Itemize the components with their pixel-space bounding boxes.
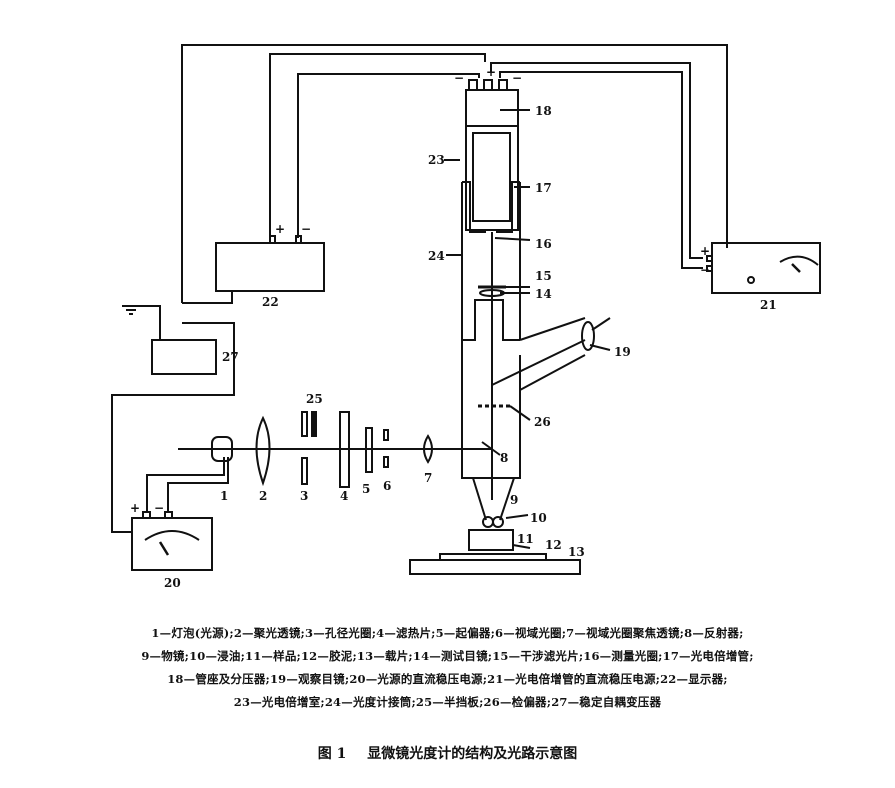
wire-22-27 <box>182 290 233 304</box>
label-27: 27 <box>222 350 239 364</box>
wire-21-plus <box>269 53 486 238</box>
label-15: 15 <box>535 269 552 283</box>
label-7: 7 <box>424 471 432 485</box>
label-10: 10 <box>530 511 547 525</box>
label-26: 26 <box>534 415 551 429</box>
figure-caption: 图 1 显微镜光度计的结构及光路示意图 <box>0 743 895 763</box>
label-24: 24 <box>428 249 445 263</box>
label-14: 14 <box>535 287 552 301</box>
label-23: 23 <box>428 153 445 167</box>
legend-line: 18—管座及分压器;19—观察目镜;20—光源的直流稳压电源;21—光电倍增管的… <box>167 672 728 686</box>
power-supply-20 <box>131 517 213 571</box>
wire-outer <box>181 44 728 303</box>
display-22 <box>215 242 325 292</box>
tube-base-18 <box>465 89 519 127</box>
label-2: 2 <box>259 489 267 503</box>
wire-ground <box>130 305 161 340</box>
label-11: 11 <box>517 532 534 546</box>
wire-lamp-plus <box>146 457 225 512</box>
sign-minus-22: − <box>301 222 311 236</box>
lamp-1 <box>211 436 233 462</box>
photometer-tube-24 <box>461 182 521 440</box>
sign-minus-18-right: − <box>512 71 522 85</box>
legend-line: 9—物镜;10—浸油;11—样品;12—胶泥;13—载片;14—测试目镜;15—… <box>141 649 754 663</box>
sample-11 <box>468 529 514 551</box>
sign-minus-18-left: − <box>454 71 464 85</box>
figure-legend: 1—灯泡(光源);2—聚光透镜;3—孔径光圈;4—滤热片;5—起偏器;6—视域光… <box>0 622 895 714</box>
label-1: 1 <box>220 489 228 503</box>
label-18: 18 <box>535 104 552 118</box>
wire-27-out <box>111 322 235 533</box>
wire-lamp-minus <box>167 457 229 512</box>
sign-minus-20: − <box>154 501 164 515</box>
label-25: 25 <box>306 392 323 406</box>
sign-plus-21: + <box>700 244 710 258</box>
label-20: 20 <box>164 576 181 590</box>
sign-plus-20: + <box>130 501 140 515</box>
label-13: 13 <box>568 545 585 559</box>
label-17: 17 <box>535 181 552 195</box>
legend-line: 1—灯泡(光源);2—聚光透镜;3—孔径光圈;4—滤热片;5—起偏器;6—视域光… <box>151 626 744 640</box>
label-19: 19 <box>614 345 631 359</box>
figure-number: 图 1 <box>317 746 347 762</box>
pmt-housing-23 <box>465 126 519 231</box>
legend-line: 23—光电倍增室;24—光度计接筒;25—半挡板;26—检偏器;27—稳定自耦变… <box>233 695 662 709</box>
pmt-17 <box>472 132 511 222</box>
power-supply-21 <box>711 242 821 294</box>
label-8: 8 <box>500 451 508 465</box>
label-12: 12 <box>545 538 562 552</box>
label-3: 3 <box>300 489 308 503</box>
sign-plus-22: + <box>275 222 285 236</box>
label-6: 6 <box>383 479 391 493</box>
microscope-photometer-diagram: 1 2 3 4 5 6 7 8 9 10 11 12 13 14 15 16 1… <box>111 44 821 590</box>
wire-pmt-plus <box>490 62 703 259</box>
label-16: 16 <box>535 237 552 251</box>
label-21: 21 <box>760 298 777 312</box>
label-22: 22 <box>262 295 279 309</box>
label-4: 4 <box>340 489 348 503</box>
condenser-2 <box>255 415 271 487</box>
wire-21-minus <box>499 71 703 269</box>
sign-minus-21: − <box>700 263 710 277</box>
wire-pmt-minus <box>297 73 480 238</box>
sign-plus-18: + <box>486 65 496 79</box>
label-5: 5 <box>362 482 370 496</box>
figure-title: 显微镜光度计的结构及光路示意图 <box>367 746 578 762</box>
transformer-27 <box>151 339 217 375</box>
label-9: 9 <box>510 493 518 507</box>
